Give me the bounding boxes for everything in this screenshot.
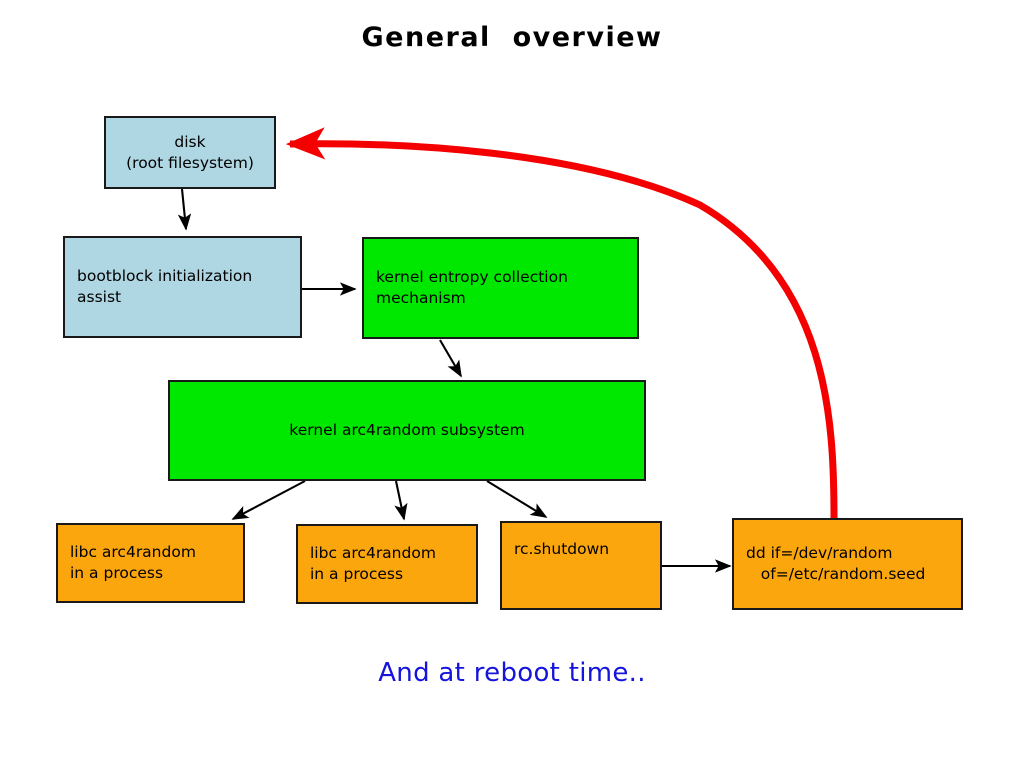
node-bootblock-label: bootblock initialization assist — [77, 267, 253, 306]
node-entropy-label: kernel entropy collection mechanism — [376, 268, 568, 307]
slide-caption: And at reboot time.. — [378, 658, 646, 688]
node-dd-seed[interactable]: dd if=/dev/random of=/etc/random.seed — [732, 518, 963, 610]
edge-disk-to-bootblock — [177, 188, 192, 231]
edge-arc4random-to-rcshutdown — [486, 480, 548, 518]
edge-arc4random-to-libc2 — [394, 480, 408, 521]
node-libc-process-2[interactable]: libc arc4random in a process — [296, 524, 478, 604]
node-libc-process-1-label: libc arc4random in a process — [70, 543, 196, 582]
node-bootblock[interactable]: bootblock initialization assist — [63, 236, 302, 338]
node-disk-label: disk (root filesystem) — [126, 132, 254, 172]
node-dd-seed-label: dd if=/dev/random of=/etc/random.seed — [746, 544, 926, 583]
node-libc-process-2-label: libc arc4random in a process — [310, 544, 436, 583]
node-rc-shutdown[interactable]: rc.shutdown — [500, 521, 662, 610]
node-arc4random-label: kernel arc4random subsystem — [289, 421, 525, 440]
node-rc-shutdown-label: rc.shutdown — [514, 540, 610, 558]
node-disk[interactable]: disk (root filesystem) — [104, 116, 276, 189]
node-arc4random[interactable]: kernel arc4random subsystem — [168, 380, 646, 481]
node-libc-process-1[interactable]: libc arc4random in a process — [56, 523, 245, 603]
page-title: General overview — [361, 22, 663, 53]
edge-entropy-to-arc4random — [439, 339, 462, 378]
edge-arc4random-to-libc1 — [231, 480, 306, 520]
node-entropy[interactable]: kernel entropy collection mechanism — [362, 237, 639, 339]
